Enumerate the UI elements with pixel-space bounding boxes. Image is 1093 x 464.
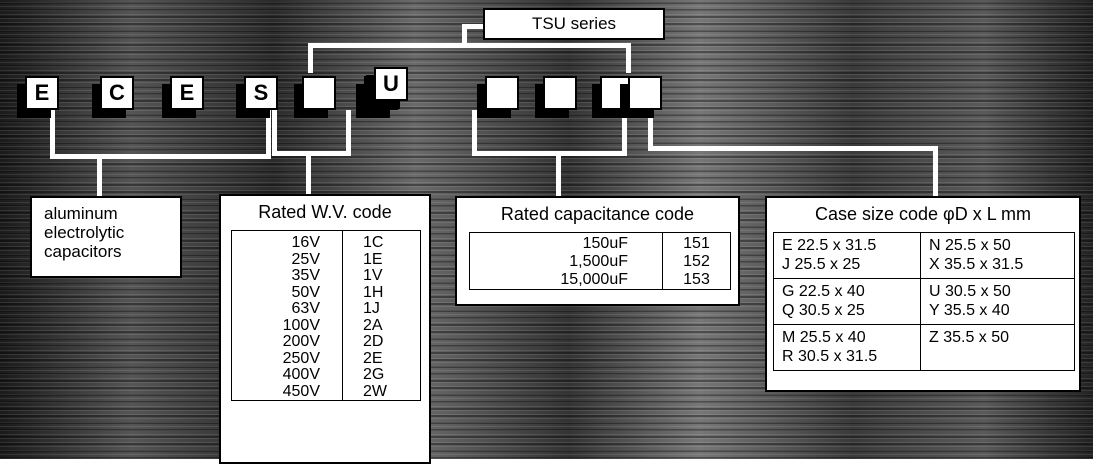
voltage-value: 400V — [282, 366, 320, 383]
connector-line — [272, 110, 277, 155]
code-box — [628, 76, 662, 110]
code-box: C — [100, 76, 134, 110]
voltage-code-box: Rated W.V. code 16V 25V 35V 50V 63V 100V… — [219, 194, 431, 464]
series-label-box: TSU series — [483, 8, 665, 40]
code-box — [485, 76, 519, 110]
code-box: U — [374, 67, 408, 101]
case-size-entry: R 30.5 x 31.5 — [782, 348, 878, 365]
capacitance-value: 1,500uF — [569, 253, 628, 270]
voltage-code: 2D — [363, 333, 384, 350]
capacitance-code: 151 — [683, 235, 710, 252]
connector-line — [308, 43, 631, 48]
code-box: E — [170, 76, 204, 110]
series-label: TSU series — [531, 14, 617, 33]
case-size-code-table: E 22.5 x 31.5 J 25.5 x 25 N 25.5 x 50 X … — [773, 232, 1075, 371]
connector-line — [556, 151, 561, 198]
connector-line — [308, 43, 313, 73]
connector-line — [472, 151, 627, 156]
connector-line — [462, 24, 467, 46]
case-size-entry: Z 35.5 x 50 — [929, 329, 1010, 346]
case-size-entry: N 25.5 x 50 — [929, 237, 1011, 254]
voltage-code: 2E — [363, 349, 383, 367]
voltage-code: 1V — [363, 267, 383, 284]
connector-line — [472, 110, 477, 155]
connector-line — [266, 110, 271, 158]
capacitance-code-title: Rated capacitance code — [500, 204, 695, 224]
connector-line — [648, 146, 938, 151]
case-size-entry: X 35.5 x 31.5 — [929, 256, 1024, 273]
voltage-code-table: 16V 25V 35V 50V 63V 100V 200V 250V 400V … — [231, 230, 421, 401]
connector-line — [50, 154, 271, 159]
voltage-value: 25V — [291, 250, 320, 268]
connector-line — [648, 110, 653, 150]
code-box: S — [244, 76, 278, 110]
capacitor-type-box: aluminum electrolytic capacitors — [30, 196, 182, 278]
connector-line — [97, 154, 102, 198]
connector-line — [462, 24, 484, 29]
code-box: E — [25, 76, 59, 110]
connector-line — [346, 110, 351, 155]
case-size-entry: Y 35.5 x 40 — [929, 302, 1010, 319]
connector-line — [272, 151, 351, 156]
voltage-code: 1J — [363, 300, 380, 317]
capacitor-type-line: electrolytic — [44, 223, 125, 242]
voltage-value: 100V — [282, 316, 320, 334]
voltage-code: 2G — [363, 366, 385, 383]
voltage-code: 1E — [363, 250, 383, 268]
case-size-code-box: Case size code φD x L mm E 22.5 x 31.5 J… — [765, 196, 1081, 392]
voltage-value: 50V — [291, 283, 320, 301]
case-size-entry: U 30.5 x 50 — [929, 283, 1011, 300]
case-size-entry: E 22.5 x 31.5 — [782, 237, 877, 254]
voltage-value: 35V — [291, 267, 320, 284]
voltage-code: 2W — [363, 382, 387, 400]
voltage-value: 200V — [282, 333, 320, 350]
voltage-value: 63V — [291, 300, 320, 317]
code-box — [302, 76, 336, 110]
capacitance-value: 150uF — [582, 235, 628, 252]
capacitor-type-line: aluminum — [44, 204, 118, 223]
voltage-code: 1H — [363, 283, 384, 301]
connector-line — [933, 146, 938, 198]
case-size-entry: J 25.5 x 25 — [782, 256, 861, 273]
connector-line — [626, 43, 631, 73]
capacitance-code: 153 — [683, 271, 710, 288]
voltage-code-title: Rated W.V. code — [258, 202, 392, 222]
capacitance-code-table: 150uF 1,500uF 15,000uF 151 152 153 — [469, 232, 731, 290]
voltage-value: 16V — [291, 234, 320, 251]
connector-line — [50, 110, 55, 158]
case-size-code-title: Case size code φD x L mm — [814, 204, 1032, 224]
voltage-value: 450V — [282, 382, 320, 400]
capacitance-code-box: Rated capacitance code 150uF 1,500uF 15,… — [455, 196, 740, 306]
code-box — [543, 76, 577, 110]
connector-line — [306, 151, 311, 196]
capacitor-type-line: capacitors — [44, 242, 122, 261]
connector-line — [622, 110, 627, 155]
capacitance-value: 15,000uF — [560, 271, 628, 288]
case-size-entry: M 25.5 x 40 — [782, 329, 866, 346]
case-size-entry: Q 30.5 x 25 — [782, 302, 865, 319]
voltage-code: 2A — [363, 316, 383, 334]
case-size-entry: G 22.5 x 40 — [782, 283, 865, 300]
voltage-code: 1C — [363, 234, 384, 251]
capacitance-code: 152 — [683, 253, 710, 270]
voltage-value: 250V — [282, 349, 320, 367]
